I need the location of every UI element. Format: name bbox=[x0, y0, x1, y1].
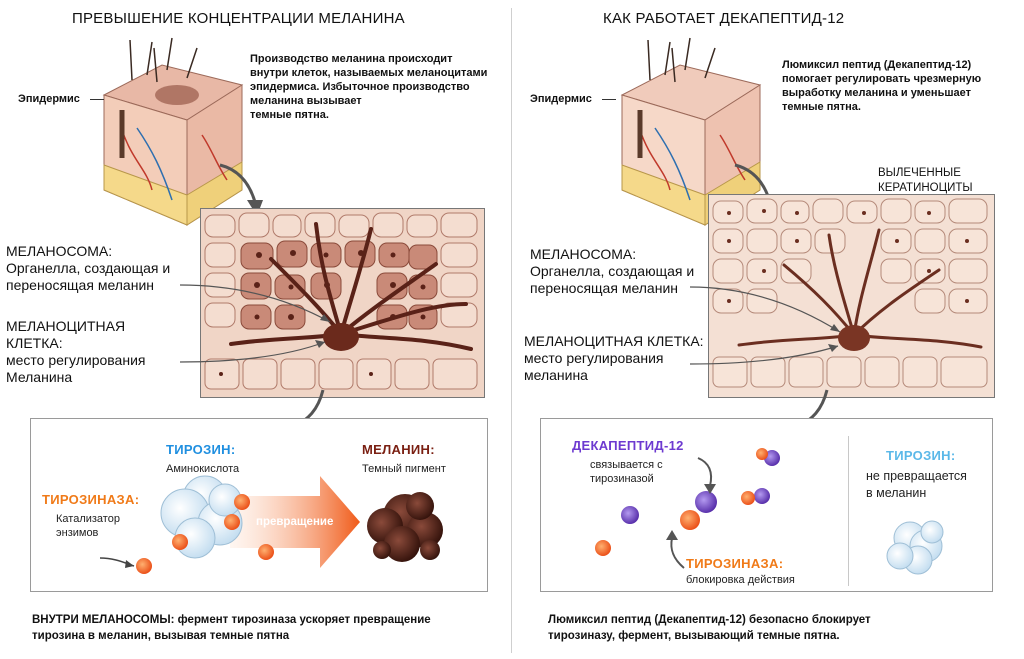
right-epidermis-pointer bbox=[602, 99, 616, 100]
right-melanosome-title: МЕЛАНОСОМА: bbox=[530, 246, 637, 262]
right-tyrosine-title: ТИРОЗИН: bbox=[886, 448, 956, 463]
right-pointer-lines bbox=[689, 286, 841, 365]
left-melanosome-label: МЕЛАНОСОМА: Органелла, создающая и перен… bbox=[6, 243, 170, 294]
right-melanosome-line: Органелла, создающая и bbox=[530, 263, 695, 279]
left-epidermis-pointer bbox=[90, 99, 104, 100]
right-tyrosine-desc: не превращается в меланин bbox=[866, 468, 967, 502]
right-desc-line: выработку меланина и уменьшает bbox=[782, 87, 971, 99]
left-melanocyte-line: место регулирования bbox=[6, 352, 146, 368]
right-box-divider bbox=[848, 436, 849, 586]
right-decapeptide-title: ДЕКАПЕПТИД-12 bbox=[572, 438, 684, 453]
left-tyrosine-title: ТИРОЗИН: bbox=[166, 442, 236, 457]
left-cell-tissue bbox=[200, 208, 485, 398]
right-title: КАК РАБОТАЕТ ДЕКАПЕПТИД-12 bbox=[603, 10, 845, 27]
right-caption: Люмиксил пептид (Декапептид-12) безопасн… bbox=[548, 612, 1018, 644]
right-desc-line: помогает регулировать чрезмерную bbox=[782, 73, 982, 85]
right-decapeptide-line: тирозиназой bbox=[590, 473, 654, 485]
left-tyrosinase-line: Катализатор bbox=[56, 513, 120, 525]
left-melanocyte-label: МЕЛАНОЦИТНАЯ КЛЕТКА: место регулирования… bbox=[6, 318, 145, 386]
right-cell-tissue bbox=[708, 194, 995, 398]
left-melanosome-line: Органелла, создающая и bbox=[6, 260, 171, 276]
right-desc-line: темные пятна. bbox=[782, 101, 861, 113]
right-binding-illustration bbox=[595, 448, 944, 575]
left-tyrosinase-desc: Катализатор энзимов bbox=[56, 512, 120, 540]
right-melanocyte-line: меланина bbox=[524, 367, 588, 383]
left-reaction-illustration bbox=[99, 475, 443, 574]
right-tyrosine-line: в меланин bbox=[866, 486, 927, 500]
left-melanin-title: МЕЛАНИН: bbox=[362, 442, 435, 457]
left-melanocyte-line: Меланина bbox=[6, 369, 73, 385]
left-melanosome-title: МЕЛАНОСОМА: bbox=[6, 243, 113, 259]
left-desc-line: эпидермиса. Избыточное производство bbox=[250, 81, 470, 93]
left-epidermis-label: Эпидермис bbox=[18, 93, 80, 105]
right-desc-line: Люмиксил пептид (Декапептид-12) bbox=[782, 59, 972, 71]
left-pointer-lines bbox=[179, 284, 331, 363]
right-melanocyte-label: МЕЛАНОЦИТНАЯ КЛЕТКА: место регулирования… bbox=[524, 333, 704, 384]
left-caption-rest: фермент тирозиназа ускоряет превращение bbox=[174, 614, 431, 626]
right-melanocyte-line: место регулирования bbox=[524, 350, 664, 366]
right-description: Люмиксил пептид (Декапептид-12) помогает… bbox=[782, 58, 1018, 114]
center-divider bbox=[511, 8, 512, 653]
right-caption-line1: Люмиксил пептид (Декапептид-12) безопасн… bbox=[548, 614, 871, 626]
left-caption-bold: ВНУТРИ МЕЛАНОСОМЫ: bbox=[32, 614, 175, 626]
right-keratinocytes-line: ВЫЛЕЧЕННЫЕ bbox=[878, 167, 961, 179]
left-tyrosine-sub: Аминокислота bbox=[166, 463, 240, 475]
right-melanosome-label: МЕЛАНОСОМА: Органелла, создающая и перен… bbox=[530, 246, 694, 297]
right-decapeptide-line: связывается с bbox=[590, 459, 663, 471]
left-tyrosinase-line: энзимов bbox=[56, 527, 99, 539]
left-caption-line2: тирозина в меланин, вызывая темные пятна bbox=[32, 630, 290, 642]
left-tyrosinase-title: ТИРОЗИНАЗА: bbox=[42, 492, 140, 507]
right-tyrosinase-sub: блокировка действия bbox=[686, 574, 795, 586]
left-melanin-sub: Темный пигмент bbox=[362, 463, 446, 475]
right-melanocyte-title: МЕЛАНОЦИТНАЯ КЛЕТКА: bbox=[524, 333, 704, 349]
left-desc-line: темные пятна. bbox=[250, 109, 329, 121]
left-desc-line: Производство меланина происходит bbox=[250, 53, 453, 65]
right-melanosome-line: переносящая меланин bbox=[530, 280, 678, 296]
left-caption: ВНУТРИ МЕЛАНОСОМЫ: фермент тирозиназа ус… bbox=[32, 612, 508, 644]
left-desc-line: внутри клеток, называемых меланоцитами bbox=[250, 67, 488, 79]
right-epidermis-label: Эпидермис bbox=[530, 93, 592, 105]
right-keratinocytes-line: КЕРАТИНОЦИТЫ bbox=[878, 182, 973, 194]
right-tyrosine-line: не превращается bbox=[866, 469, 967, 483]
right-decapeptide-desc: связывается с тирозиназой bbox=[590, 458, 663, 486]
right-tyrosinase-title: ТИРОЗИНАЗА: bbox=[686, 556, 784, 571]
left-title: ПРЕВЫШЕНИЕ КОНЦЕНТРАЦИИ МЕЛАНИНА bbox=[72, 10, 405, 27]
right-caption-line2: тирозиназу, фермент, вызывающий темные п… bbox=[548, 630, 840, 642]
left-desc-line: меланина вызывает bbox=[250, 95, 362, 107]
left-melanosome-line: переносящая меланин bbox=[6, 277, 154, 293]
right-skin-block-illustration bbox=[620, 37, 762, 226]
left-conversion-arrow-label: превращение bbox=[256, 516, 334, 528]
left-caption-line1: ВНУТРИ МЕЛАНОСОМЫ: фермент тирозиназа ус… bbox=[32, 612, 508, 628]
left-skin-block-illustration bbox=[102, 37, 244, 226]
right-keratinocytes-label: ВЫЛЕЧЕННЫЕ КЕРАТИНОЦИТЫ bbox=[878, 166, 973, 196]
left-description: Производство меланина происходит внутри … bbox=[250, 52, 512, 122]
left-melanocyte-title: КЛЕТКА: bbox=[6, 335, 63, 351]
left-melanocyte-title: МЕЛАНОЦИТНАЯ bbox=[6, 318, 126, 334]
